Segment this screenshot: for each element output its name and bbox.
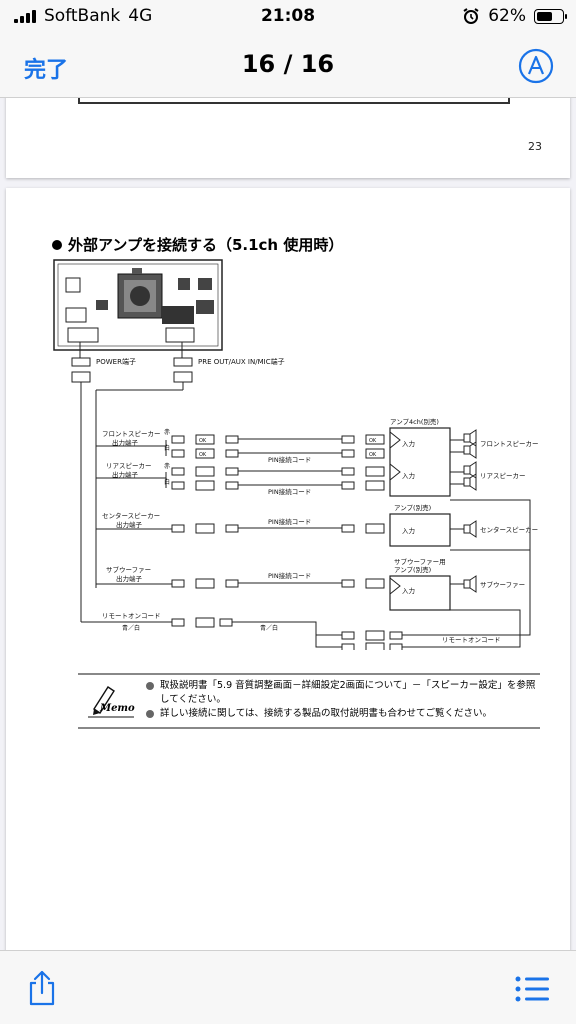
amp-4ch-input-2: 入力 <box>402 471 415 480</box>
wiring-diagram: POWER端子 PRE OUT/AUX IN/MIC端子 フロントスピーカー 出… <box>53 259 539 650</box>
front-out-line2: 出力端子 <box>112 438 139 447</box>
ok-3: OK <box>369 438 377 444</box>
rear-red: 赤 <box>164 463 170 470</box>
status-right: 62% <box>462 6 567 26</box>
amp-center-label: アンプ(別売) <box>394 503 431 512</box>
done-button[interactable]: 完了 <box>24 58 69 83</box>
amp-center-input: 入力 <box>402 526 415 535</box>
heading-bullet <box>52 239 62 250</box>
subwoofer-label: サブウーファー <box>480 580 525 589</box>
front-speaker-label: フロントスピーカー <box>480 440 539 448</box>
prev-page-box <box>78 98 510 104</box>
sub-out-line1: サブウーファー <box>106 565 151 574</box>
rear-out-line1: リアスピーカー <box>106 462 152 470</box>
status-time: 21:08 <box>260 6 316 26</box>
signal-icon <box>14 9 36 23</box>
center-out-line2: 出力端子 <box>116 520 143 529</box>
pin-cord-front: PIN接続コード <box>268 455 311 464</box>
memo-note: 詳しい接続に関しては、接続する製品の取付説明書も合わせてご覧ください。 <box>146 707 536 721</box>
memo-notes: 取扱説明書「5.9 音質調整画面－詳細設定2画面について」－「スピーカー設定」を… <box>146 679 536 721</box>
battery-icon <box>534 8 567 24</box>
ok-4: OK <box>369 452 377 458</box>
center-out-line1: センタースピーカー <box>102 511 160 520</box>
memo-box: Memo 取扱説明書「5.9 音質調整画面－詳細設定2画面について」－「スピーカ… <box>78 673 540 729</box>
alarm-icon <box>463 8 479 24</box>
carrier-label: SoftBank <box>44 6 121 26</box>
battery-percent: 62% <box>488 6 526 26</box>
bottom-toolbar <box>0 950 576 1024</box>
rear-white: 白 <box>164 478 170 486</box>
head-unit <box>53 259 223 351</box>
preout-terminal-label: PRE OUT/AUX IN/MIC端子 <box>198 357 285 366</box>
blue-white-1: 青／白 <box>122 624 140 632</box>
list-icon[interactable] <box>514 975 550 1003</box>
pin-cord-sub: PIN接続コード <box>268 571 311 580</box>
memo-note-text: 取扱説明書「5.9 音質調整画面－詳細設定2画面について」－「スピーカー設定」を… <box>160 680 536 705</box>
blue-white-2: 青／白 <box>260 624 278 632</box>
pin-cord-center: PIN接続コード <box>268 517 311 526</box>
pin-cord-rear: PIN接続コード <box>268 487 311 496</box>
status-left: SoftBank 4G <box>14 6 152 26</box>
ok-2: OK <box>199 452 207 458</box>
front-white: 白 <box>164 444 170 452</box>
note-bullet <box>146 710 154 718</box>
memo-pencil-icon: Memo <box>84 681 138 721</box>
page-indicator: 16 / 16 <box>241 50 335 78</box>
sub-out-line2: 出力端子 <box>116 574 143 583</box>
front-red: 赤 <box>164 429 170 436</box>
share-icon[interactable] <box>26 969 58 1007</box>
memo-note: 取扱説明書「5.9 音質調整画面－詳細設定2画面について」－「スピーカー設定」を… <box>146 679 536 707</box>
memo-label: Memo <box>100 703 135 714</box>
memo-note-text: 詳しい接続に関しては、接続する製品の取付説明書も合わせてご覧ください。 <box>160 708 493 719</box>
rear-speaker-label: リアスピーカー <box>480 472 526 480</box>
sub-amp-line2: アンプ(別売) <box>394 565 431 574</box>
amp-4ch-label: アンプ4ch(別売) <box>390 417 439 426</box>
sub-amp-input: 入力 <box>402 586 415 595</box>
center-speaker-label: センタースピーカー <box>480 525 538 534</box>
prev-page-number: 23 <box>528 140 542 153</box>
note-bullet <box>146 682 154 690</box>
remote-cord-label-2: リモートオンコード <box>442 636 501 644</box>
sub-amp-line1: サブウーファー用 <box>394 557 446 566</box>
nav-bar: 完了 16 / 16 <box>0 36 576 98</box>
markup-pen-icon[interactable] <box>518 48 554 84</box>
previous-page: 23 <box>6 98 570 178</box>
front-out-line1: フロントスピーカー <box>102 430 161 438</box>
ok-1: OK <box>199 438 207 444</box>
section-heading: 外部アンプを接続する（5.1ch 使用時） <box>52 234 343 255</box>
network-label: 4G <box>128 6 153 26</box>
battery-fill <box>537 11 552 21</box>
remote-cord-label-1: リモートオンコード <box>102 612 161 620</box>
amp-4ch-input-1: 入力 <box>402 439 415 448</box>
rear-out-line2: 出力端子 <box>112 470 139 479</box>
current-page: 外部アンプを接続する（5.1ch 使用時） <box>6 188 570 950</box>
document-viewer[interactable]: 23 外部アンプを接続する（5.1ch 使用時） <box>0 98 576 950</box>
power-terminal-label: POWER端子 <box>96 357 136 366</box>
heading-text: 外部アンプを接続する（5.1ch 使用時） <box>68 236 344 254</box>
status-bar: SoftBank 4G 21:08 62% <box>0 0 576 36</box>
